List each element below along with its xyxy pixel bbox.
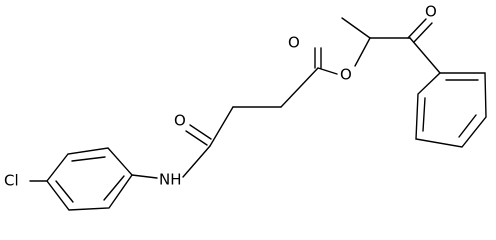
amide-double-bond-b: [189, 124, 212, 140]
methyl-bond: [341, 17, 371, 39]
ester-to-chain-bond: [280, 67, 319, 108]
atom-label-layer: O O O O NH Cl: [4, 3, 437, 190]
ester-oxygen-bond-right: [354, 37, 371, 67]
ketone-double-bond-b: [413, 22, 433, 43]
chlorophenyl-inner-bond-3: [103, 175, 125, 201]
chain-bond-2: [209, 106, 234, 147]
amide-double-bond-a: [185, 130, 208, 146]
amide-carbon-to-nitrogen-bond: [182, 145, 211, 178]
nitrogen-to-chlorophenyl-bond: [131, 174, 158, 179]
ester-oxygen-label: O: [340, 66, 352, 84]
chlorophenyl-inner-bond-2: [55, 180, 74, 203]
amide-oxygen-label: O: [174, 112, 186, 130]
chlorine-label: Cl: [4, 172, 19, 190]
ketone-carbon-to-phenyl-bond: [409, 37, 441, 74]
phenyl-inner-bond-3: [422, 97, 426, 132]
canvas-background: [0, 0, 496, 219]
chlorophenyl-inner-bond-1: [71, 156, 106, 162]
ketone-double-bond-a: [407, 18, 427, 39]
bond-layer: [29, 17, 487, 211]
amide-nitrogen-label: NH: [159, 171, 182, 189]
phenyl-ring: [415, 72, 487, 148]
phenyl-inner-bond-2: [458, 114, 477, 138]
molecule-diagram: O O O O NH Cl: [0, 0, 496, 219]
ketone-oxygen-label: O: [425, 3, 437, 21]
ester-carbonyl-oxygen-label: O: [288, 34, 300, 52]
ester-oxygen-bond-left: [317, 67, 338, 75]
